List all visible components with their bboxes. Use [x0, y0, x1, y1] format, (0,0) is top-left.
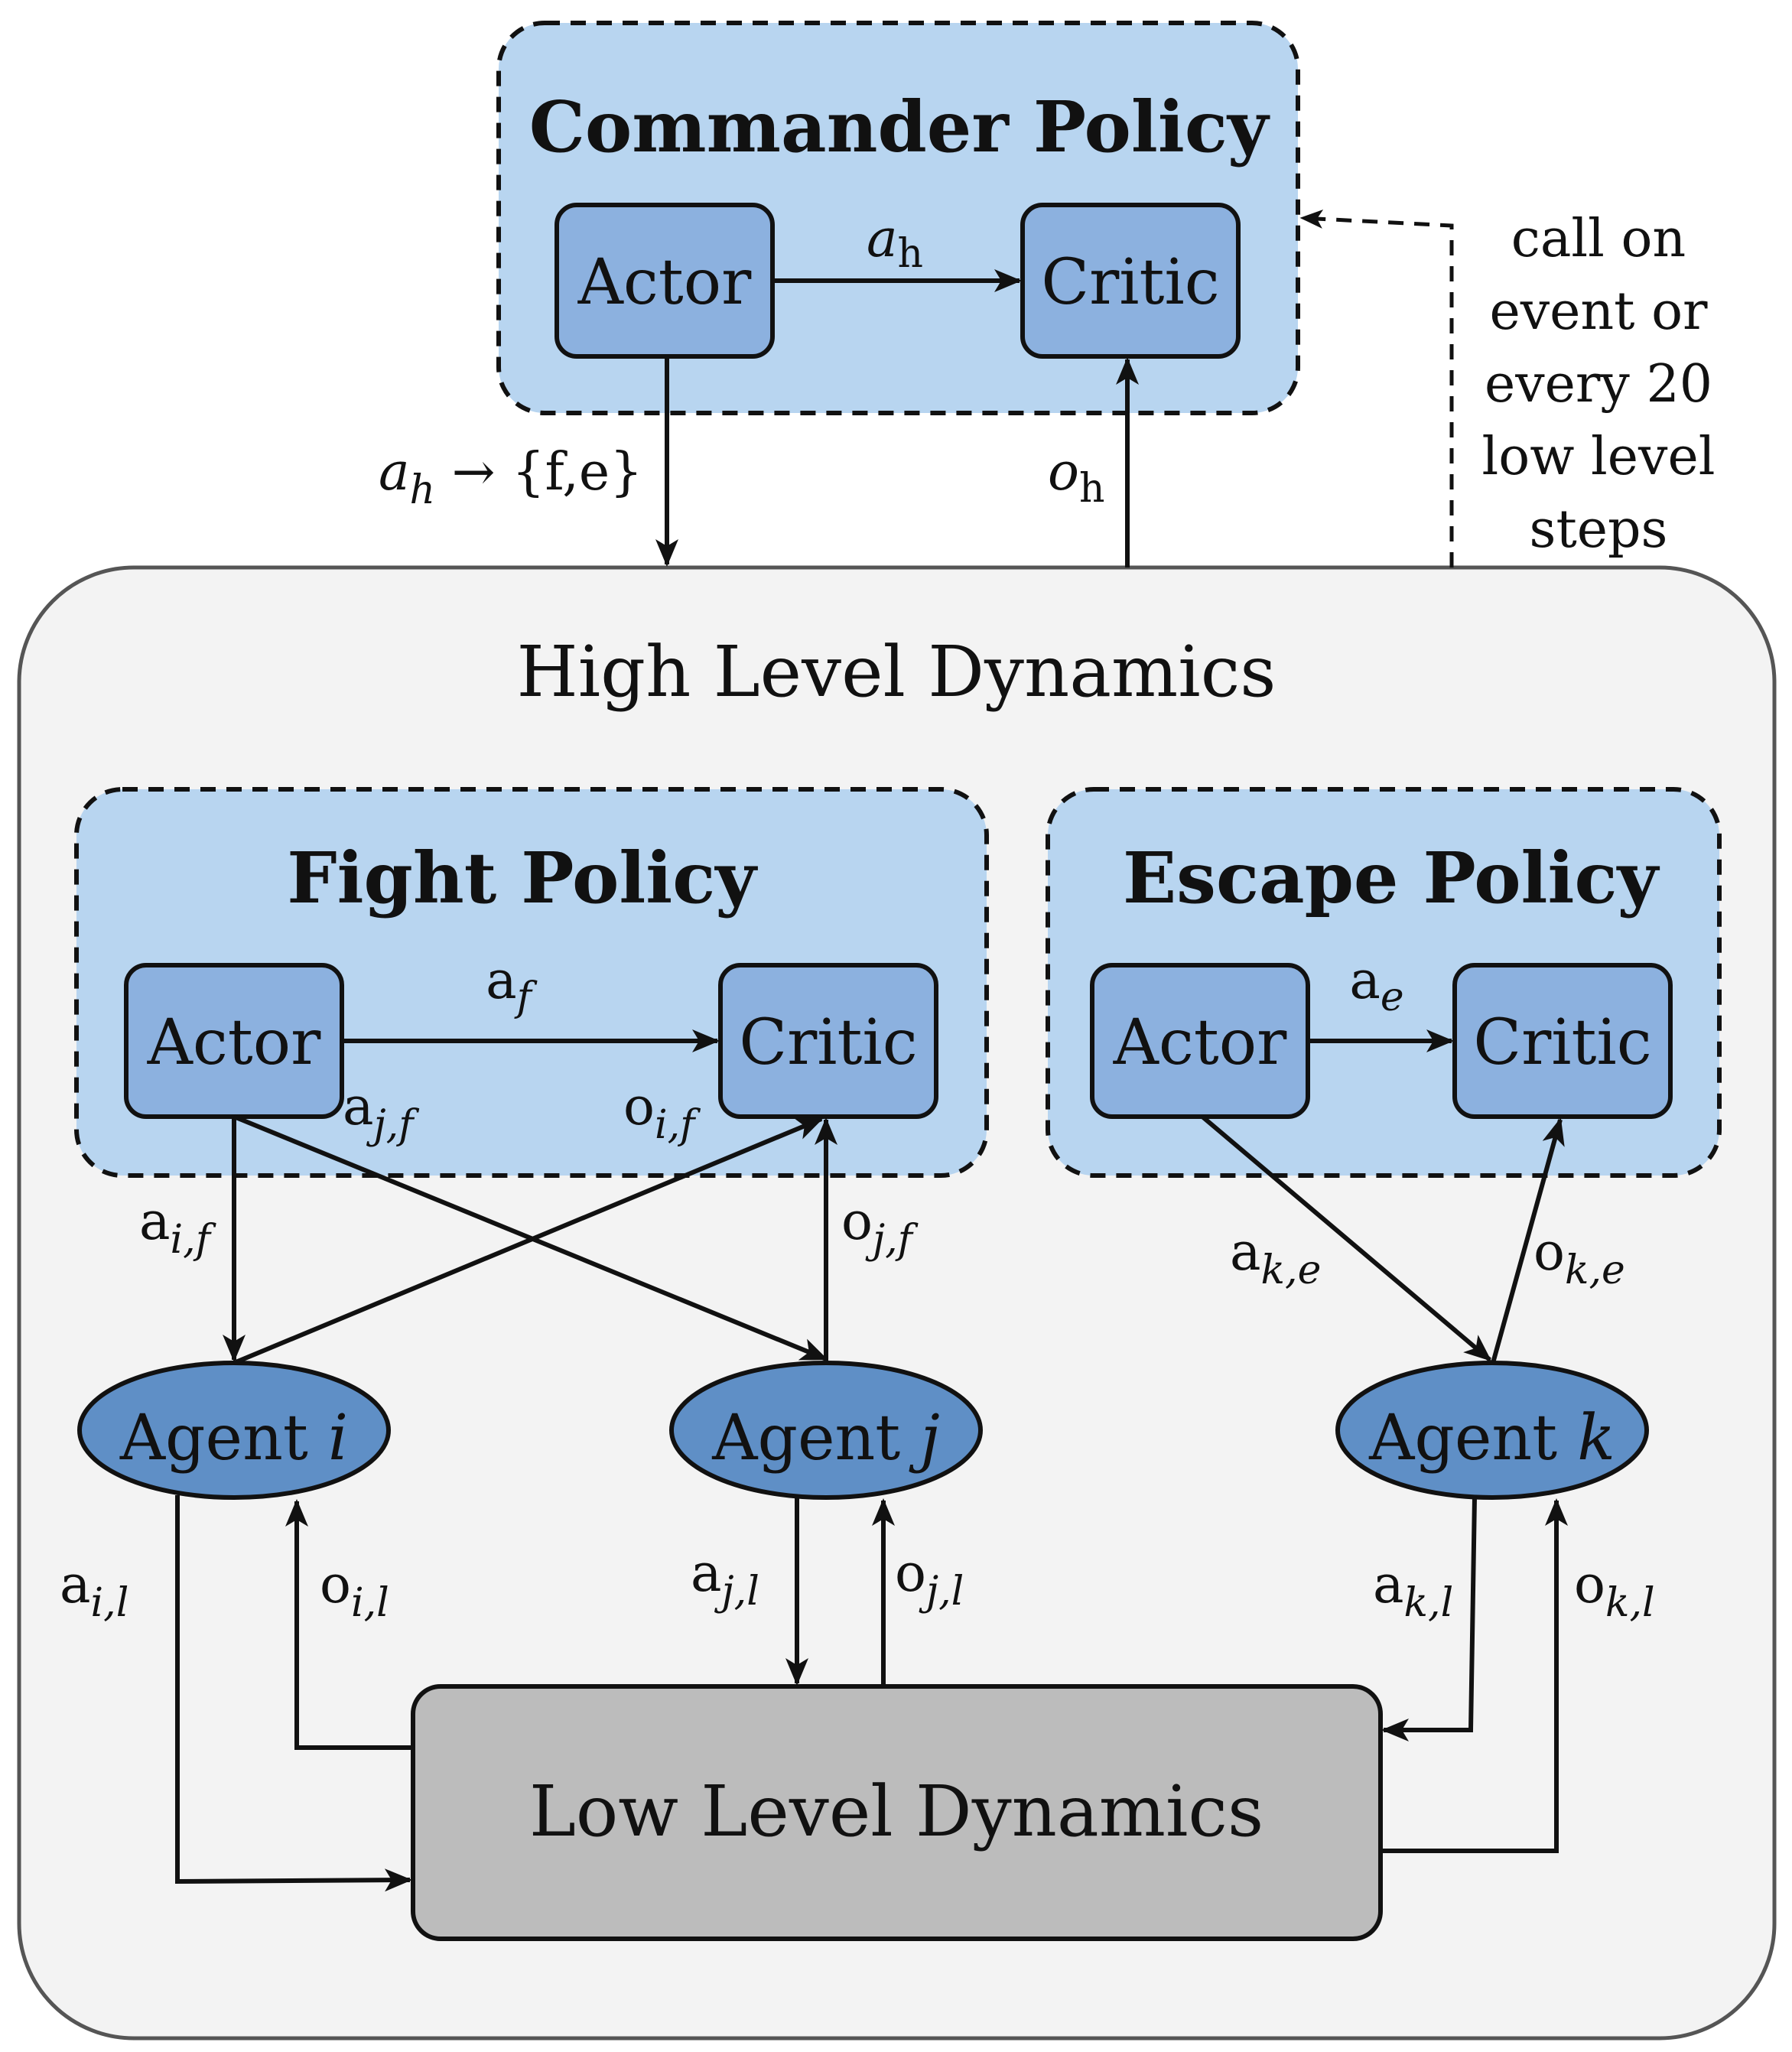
low-level-to-agent-k-arrow: [1381, 1498, 1568, 1853]
escape-critic-box: [1452, 963, 1673, 1119]
o-if-label: oi,f: [623, 1077, 701, 1148]
a-ke-label: ak,e: [1230, 1222, 1321, 1293]
low-level-dynamics-box: [411, 1684, 1383, 1941]
agent-k-label: Agent k: [1368, 1402, 1615, 1475]
oh-label: oh: [1048, 442, 1104, 512]
low-level-to-agent-i-arrow: [285, 1499, 413, 1750]
o-ke-label: ok,e: [1533, 1222, 1625, 1293]
agent-j-label: Agent j: [711, 1402, 940, 1475]
fight-critic-label: Critic: [739, 1006, 917, 1079]
agent-i-label: Agent i: [119, 1402, 348, 1475]
commander-critic-label: Critic: [1041, 246, 1219, 319]
high-level-dynamics-label: High Level Dynamics: [517, 631, 1277, 713]
o-jf-label: oj,f: [841, 1192, 919, 1263]
call-on-event-arrow: [1299, 209, 1454, 567]
fight-critic-box: [718, 963, 938, 1119]
o-il-label: oi,l: [320, 1555, 389, 1626]
fight-policy-title: Fight Policy: [287, 837, 758, 919]
commander-critic-box: [1020, 203, 1241, 359]
escape-policy-title: Escape Policy: [1123, 837, 1660, 919]
o-kl-label: ok,l: [1574, 1555, 1655, 1626]
a-jf-label: aj,f: [343, 1077, 419, 1148]
agent-i-to-low-level-arrow: [175, 1495, 412, 1892]
agent-k-to-escape-critic-arrow: [1491, 1117, 1565, 1364]
o-jl-label: oj,l: [895, 1543, 964, 1615]
a-il-label: ai,l: [60, 1555, 128, 1626]
a-jl-label: aj,l: [691, 1543, 759, 1615]
commander-edge-label: ah: [867, 209, 923, 277]
call-note-line-3: every 20: [1485, 354, 1712, 415]
call-note-line-2: event or: [1489, 281, 1708, 342]
low-level-dynamics-label: Low Level Dynamics: [529, 1771, 1264, 1852]
agent-i-to-fight-critic-arrow: [233, 1117, 824, 1365]
escape-critic-label: Critic: [1473, 1006, 1651, 1079]
call-note-line-4: low level: [1482, 427, 1716, 487]
escape-edge-label: ae: [1349, 951, 1403, 1020]
call-note-line-1: call on: [1511, 209, 1686, 269]
fight-actor-label: Actor: [147, 1006, 321, 1079]
commander-policy-title: Commander Policy: [529, 86, 1270, 168]
a-if-label: ai,f: [139, 1192, 216, 1263]
ah-set-label: ah → {f,e}: [379, 442, 642, 513]
agent-k-to-low-level-arrow: [1381, 1497, 1477, 1741]
escape-actor-label: Actor: [1113, 1006, 1287, 1079]
a-kl-label: ak,l: [1373, 1555, 1453, 1626]
agent-k-node: [1335, 1361, 1649, 1500]
call-note-line-5: steps: [1530, 499, 1668, 560]
commander-actor-label: Actor: [577, 246, 752, 319]
escape-actor-to-agent-k-arrow: [1201, 1114, 1492, 1362]
